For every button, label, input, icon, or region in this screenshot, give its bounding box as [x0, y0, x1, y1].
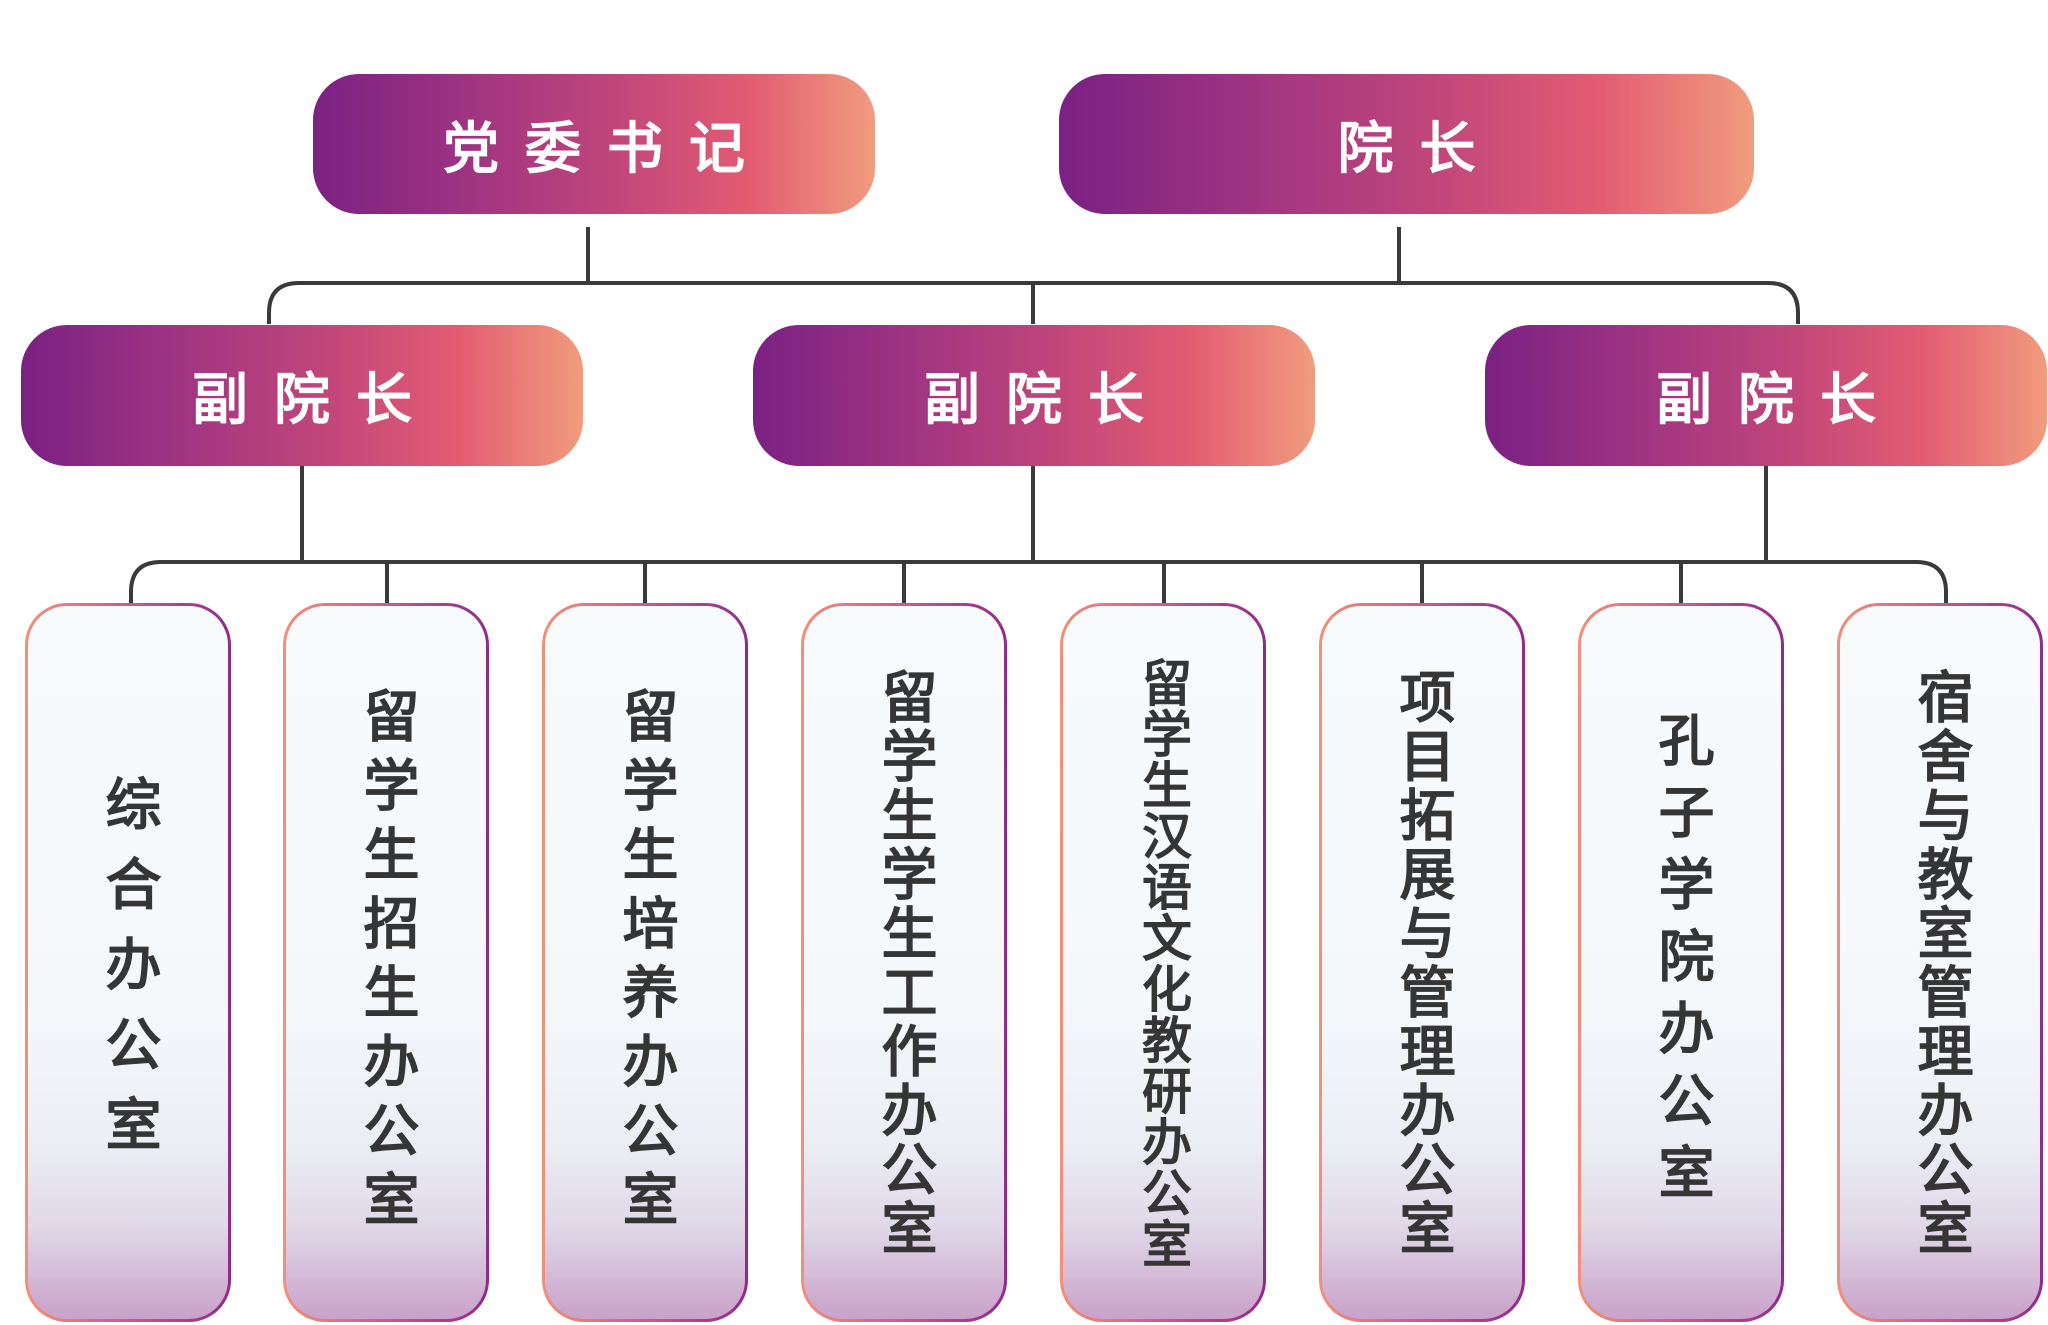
office-label: 留学生招生办公室	[354, 686, 419, 1239]
office-label: 综合办公室	[96, 774, 161, 1175]
office-label: 留学生培养办公室	[613, 686, 678, 1239]
office-node-confucius-institute: 孔子学院办公室	[1578, 603, 1784, 1322]
office-label: 宿舍与教室管理办公室	[1908, 667, 1973, 1258]
office-node-project-development: 项目拓展与管理办公室	[1319, 603, 1525, 1322]
party-secretary-node: 党委书记	[313, 74, 875, 214]
node-label: 院长	[1337, 116, 1502, 182]
node-label: 副院长	[192, 368, 438, 433]
office-label: 项目拓展与管理办公室	[1390, 667, 1455, 1258]
office-node-admissions: 留学生招生办公室	[283, 603, 489, 1322]
president-node: 院长	[1059, 74, 1754, 214]
office-label: 留学生学生工作办公室	[872, 667, 937, 1258]
office-node-training: 留学生培养办公室	[542, 603, 748, 1322]
office-node-dormitory-classroom: 宿舍与教室管理办公室	[1837, 603, 2043, 1322]
office-label: 留学生汉语文化教研办公室	[1134, 656, 1192, 1269]
office-node-general: 综合办公室	[25, 603, 231, 1322]
node-label: 副院长	[924, 368, 1170, 433]
vice-president-node-1: 副院长	[21, 325, 583, 466]
connector-bottom-bus	[129, 560, 1948, 603]
office-node-chinese-teaching: 留学生汉语文化教研办公室	[1060, 603, 1266, 1322]
vice-president-node-3: 副院长	[1485, 325, 2047, 466]
office-label: 孔子学院办公室	[1649, 710, 1714, 1215]
node-label: 副院长	[1656, 368, 1902, 433]
vice-president-node-2: 副院长	[753, 325, 1315, 466]
node-label: 党委书记	[443, 116, 771, 182]
office-node-student-affairs: 留学生学生工作办公室	[801, 603, 1007, 1322]
